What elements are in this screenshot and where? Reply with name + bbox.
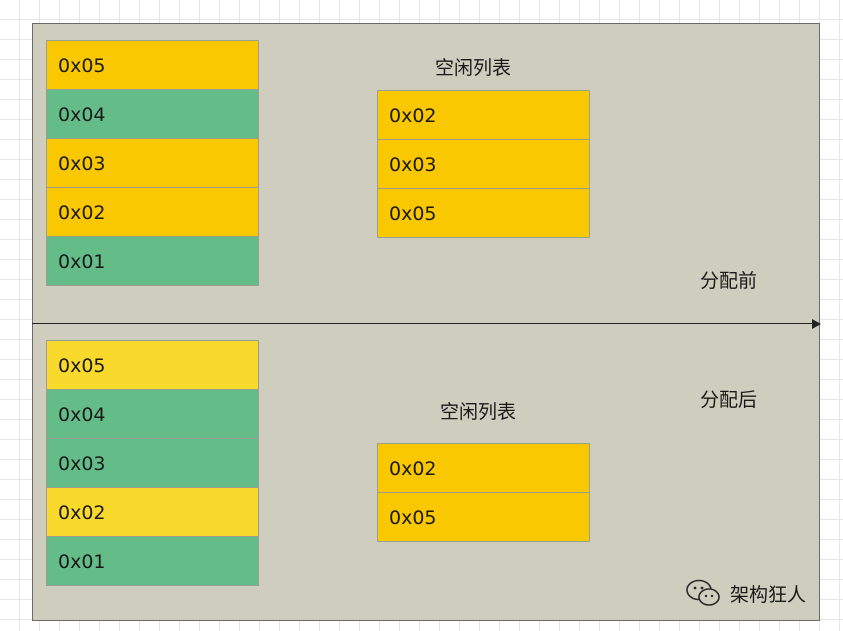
caption-after: 分配后 — [700, 389, 758, 411]
divider-arrowhead — [812, 319, 821, 329]
memory-block: 0x04 — [46, 89, 259, 139]
memory-block: 0x03 — [46, 438, 259, 488]
memory-block: 0x02 — [46, 187, 259, 237]
memory-block: 0x01 — [46, 536, 259, 586]
free-list-item: 0x05 — [377, 492, 590, 542]
memory-block: 0x02 — [46, 487, 259, 537]
memory-block: 0x03 — [46, 138, 259, 188]
memory-block: 0x04 — [46, 389, 259, 439]
caption-before: 分配前 — [700, 270, 758, 292]
watermark-text: 架构狂人 — [730, 583, 807, 606]
free-list-after: 0x02 0x05 — [377, 443, 590, 542]
free-list-before: 0x02 0x03 0x05 — [377, 90, 590, 238]
memory-block: 0x05 — [46, 40, 259, 90]
free-list-item: 0x03 — [377, 139, 590, 189]
memory-block: 0x05 — [46, 340, 259, 390]
wechat-icon — [686, 579, 720, 606]
memory-stack-before: 0x05 0x04 0x03 0x02 0x01 — [46, 40, 259, 286]
memory-stack-after: 0x05 0x04 0x03 0x02 0x01 — [46, 340, 259, 586]
free-list-item: 0x05 — [377, 188, 590, 238]
free-list-title-after: 空闲列表 — [440, 401, 517, 423]
watermark: 架构狂人 — [684, 578, 806, 608]
free-list-item: 0x02 — [377, 443, 590, 493]
free-list-item: 0x02 — [377, 90, 590, 140]
memory-block: 0x01 — [46, 236, 259, 286]
divider-arrow-line — [32, 323, 813, 324]
free-list-title-before: 空闲列表 — [435, 57, 512, 79]
